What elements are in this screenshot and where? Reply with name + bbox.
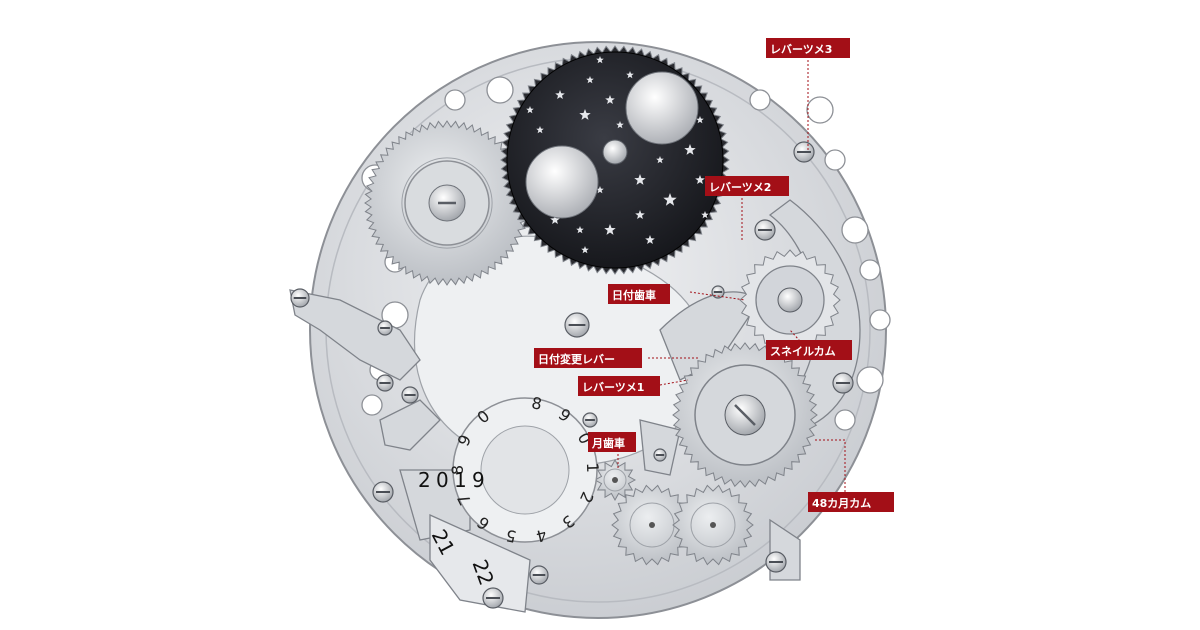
svg-text:4: 4 xyxy=(534,525,548,546)
year-digit-4: 9 xyxy=(472,468,485,492)
svg-text:8: 8 xyxy=(448,465,467,475)
callout-snail-cam: スネイルカム xyxy=(766,340,852,360)
callouts: レバーツメ3 レバーツメ2 日付歯車 日付変更レバー スネイルカム レバーツメ1… xyxy=(534,38,894,512)
svg-text:スネイルカム: スネイルカム xyxy=(770,345,836,358)
top-left-gear xyxy=(364,120,530,286)
year-digit-2: 0 xyxy=(436,468,449,492)
callout-date-wheel: 日付歯車 xyxy=(608,284,670,304)
callout-date-change-lever: 日付変更レバー xyxy=(534,348,642,368)
svg-text:レバーツメ1: レバーツメ1 xyxy=(582,381,644,394)
svg-text:日付変更レバー: 日付変更レバー xyxy=(538,352,615,366)
svg-text:日付歯車: 日付歯車 xyxy=(612,288,656,302)
svg-text:1: 1 xyxy=(583,462,602,473)
svg-text:8: 8 xyxy=(530,393,543,413)
svg-text:48カ月カム: 48カ月カム xyxy=(812,497,871,510)
svg-text:レバーツメ2: レバーツメ2 xyxy=(709,181,771,194)
moon-phase-disc xyxy=(500,45,730,275)
callout-lever1: レバーツメ1 xyxy=(578,376,660,396)
date-star-wheel xyxy=(739,249,841,351)
callout-lever2: レバーツメ2 xyxy=(705,176,789,196)
callout-lever3: レバーツメ3 xyxy=(766,38,850,58)
central-gear xyxy=(672,342,818,488)
svg-text:5: 5 xyxy=(504,526,518,547)
year-digit-3: 1 xyxy=(454,468,467,492)
svg-text:月歯車: 月歯車 xyxy=(591,436,625,450)
svg-text:レバーツメ3: レバーツメ3 xyxy=(770,43,832,56)
year-digit-1: 2 xyxy=(418,468,431,492)
callout-month-wheel: 月歯車 xyxy=(588,432,636,452)
screw-icon xyxy=(290,141,854,609)
callout-48-month-cam: 48カ月カム xyxy=(808,492,894,512)
